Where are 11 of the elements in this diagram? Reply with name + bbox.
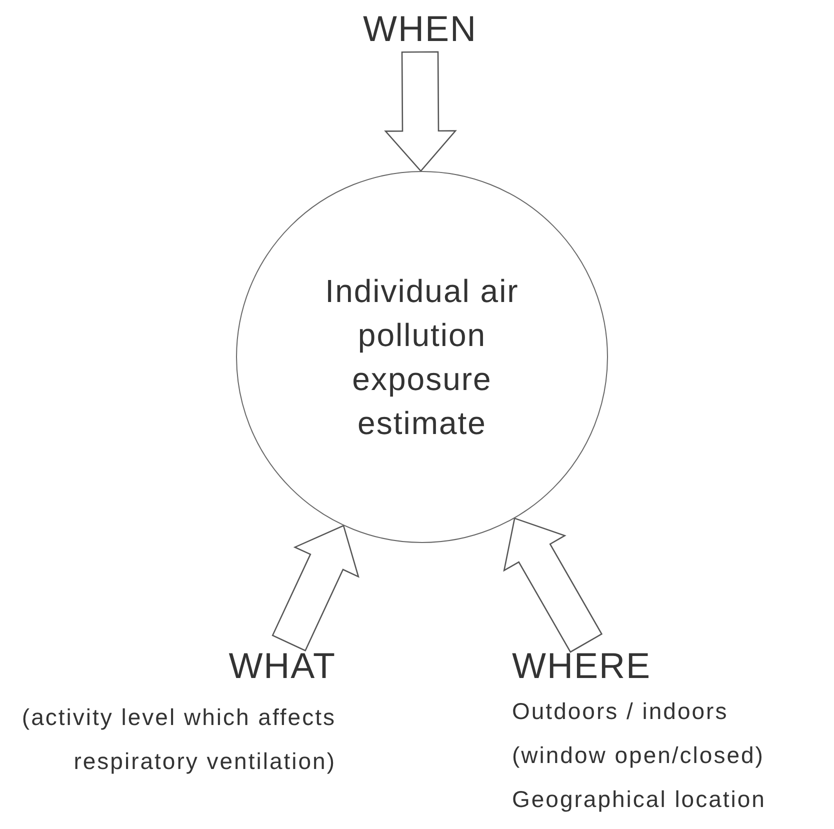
description-text: Outdoors / indoors <box>512 697 728 726</box>
description-text: Geographical location <box>512 785 766 814</box>
heading-label: WHAT <box>228 644 336 688</box>
description-text: (activity level which affects respiratory ventilation) <box>20 703 336 776</box>
block-arrow <box>272 524 360 652</box>
block-arrow <box>384 51 457 172</box>
circle-label: Individual air pollution exposure estimate <box>324 272 520 443</box>
heading-label: WHERE <box>512 644 651 688</box>
description-text: (window open/closed) <box>512 741 764 770</box>
heading-label: WHEN <box>363 7 477 51</box>
block-arrow <box>503 517 603 653</box>
